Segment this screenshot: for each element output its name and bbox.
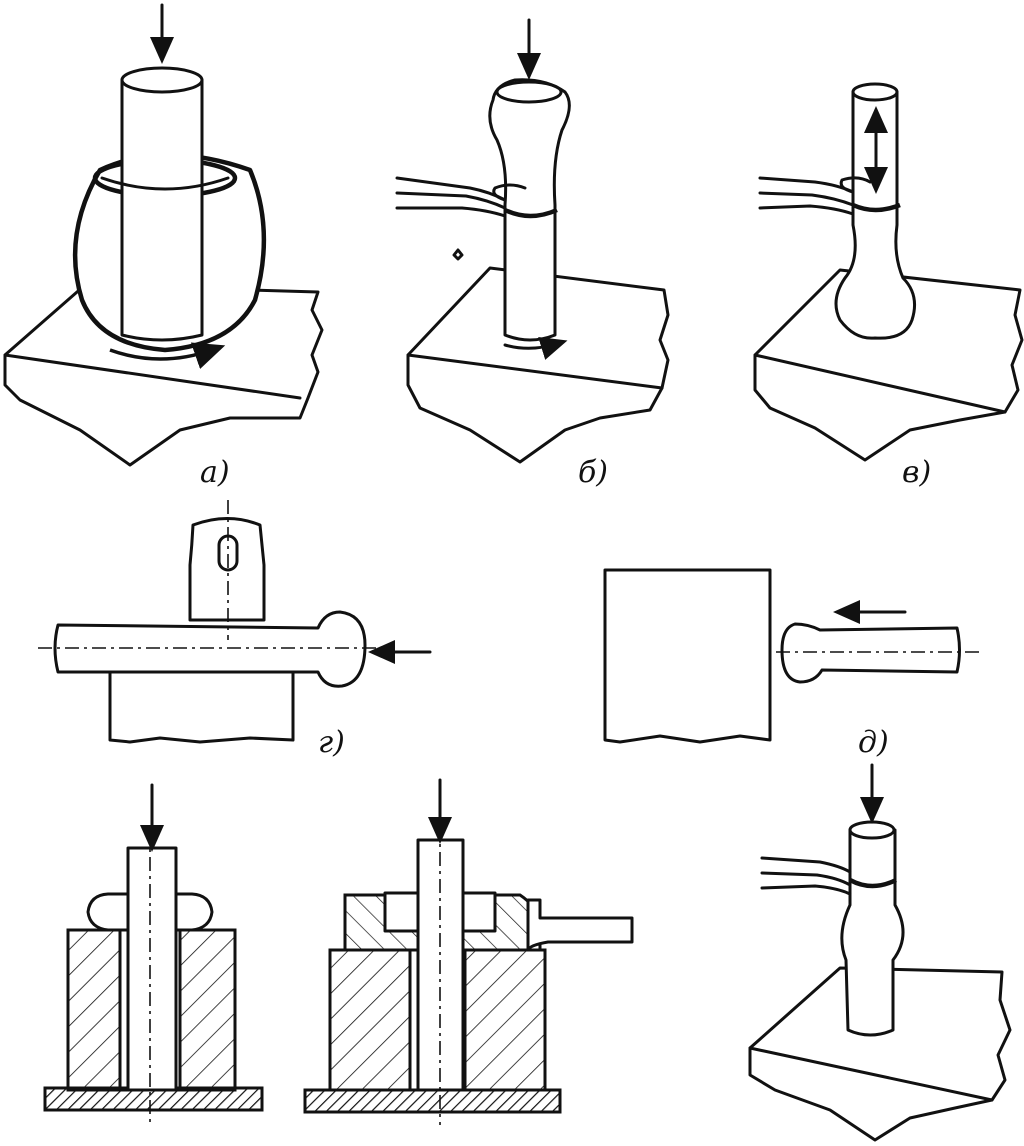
bar-d [780,622,961,684]
rod-v [834,90,916,340]
panel-b: б) [395,18,670,490]
die-left-e [66,928,122,1092]
panel-z [748,763,1012,1142]
panel-zh [303,778,634,1125]
bar-g [53,610,367,688]
anvil-b [406,266,670,464]
electrode-v [758,176,855,216]
panel-d: д) [603,568,980,760]
electrode-b [395,176,507,218]
label-b: б) [578,455,608,490]
label-g: г) [318,725,345,760]
stop-plate-d [603,568,772,744]
rotation-arrow-b [503,336,568,360]
rotation-arrow-a [109,342,226,369]
panel-a: а) [3,3,324,490]
die-right-e [178,928,237,1092]
feed-pipe-zh [526,898,634,952]
label-a: а) [200,455,230,490]
rod-a [120,78,204,342]
base-plate-zh [303,1088,562,1114]
lower-support-g [108,658,295,744]
panel-g: г) [38,500,432,760]
panel-v: в) [753,82,1024,490]
panel-e [43,783,264,1125]
rod-e [126,846,178,1092]
die-left-zh [328,948,412,1092]
die-right-zh [463,948,547,1092]
label-d: д) [858,725,889,760]
rod-z [840,828,905,1037]
anvil-a [3,283,324,467]
electrode-z [760,856,852,896]
label-v: в) [902,455,931,490]
